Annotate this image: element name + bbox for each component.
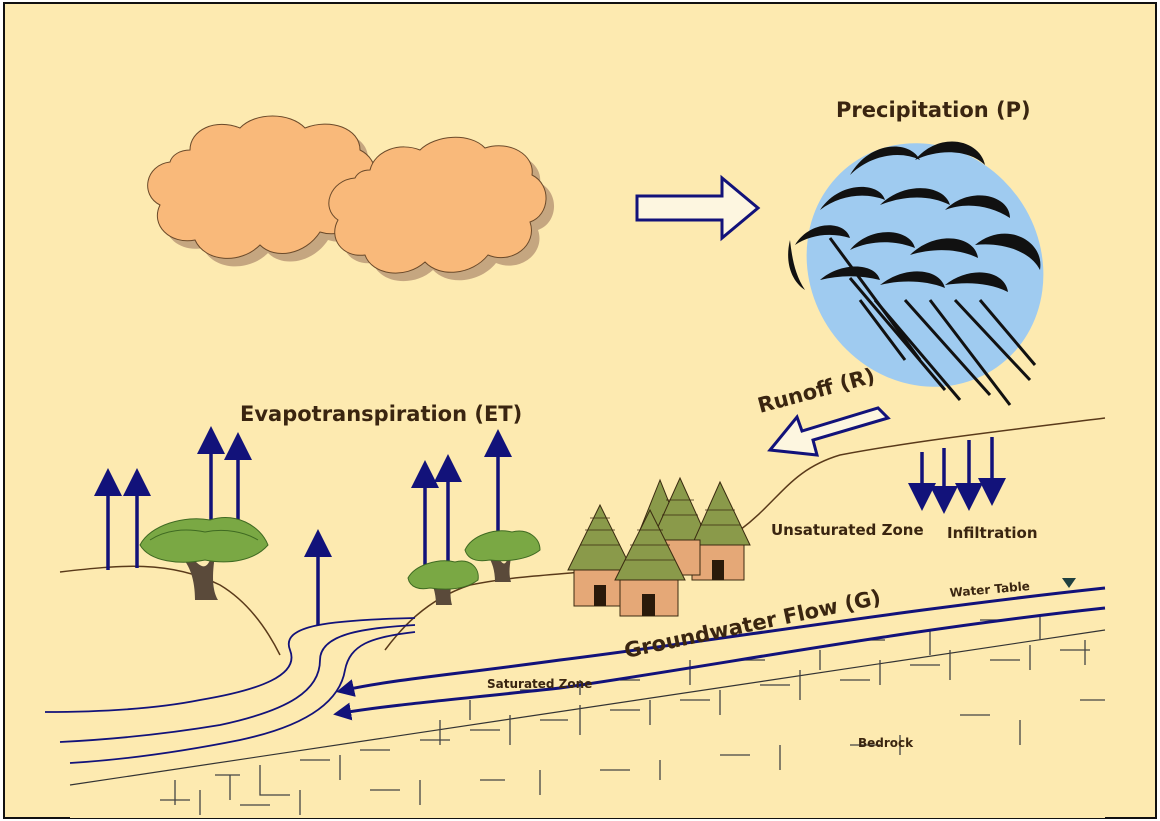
infiltration-arrows	[908, 437, 1006, 514]
stream-lines	[44, 617, 416, 764]
groundwater-flow-upper-arrow	[336, 586, 1106, 697]
runoff-arrow	[767, 406, 891, 457]
condensation-arrow	[635, 174, 761, 242]
unsaturated-zone-label: Unsaturated Zone	[771, 521, 924, 539]
water-table-marker-icon	[1062, 578, 1076, 588]
tree-icon	[139, 517, 269, 600]
cloud-icon	[147, 115, 383, 267]
evapotranspiration-label: Evapotranspiration (ET)	[240, 402, 522, 426]
rain-cloud-icon	[788, 141, 1044, 406]
bedrock-label: Bedrock	[858, 736, 914, 750]
infiltration-label: Infiltration	[947, 524, 1038, 542]
groundwater-flow-lower-arrow	[333, 606, 1106, 721]
hut-icon	[567, 476, 751, 617]
tree-icon	[464, 530, 541, 582]
precipitation-label: Precipitation (P)	[836, 98, 1031, 122]
tree-icon	[407, 560, 479, 605]
saturated-zone-label: Saturated Zone	[487, 677, 592, 691]
cloud-icon	[328, 136, 555, 282]
water-table-label: Water Table	[949, 579, 1030, 600]
